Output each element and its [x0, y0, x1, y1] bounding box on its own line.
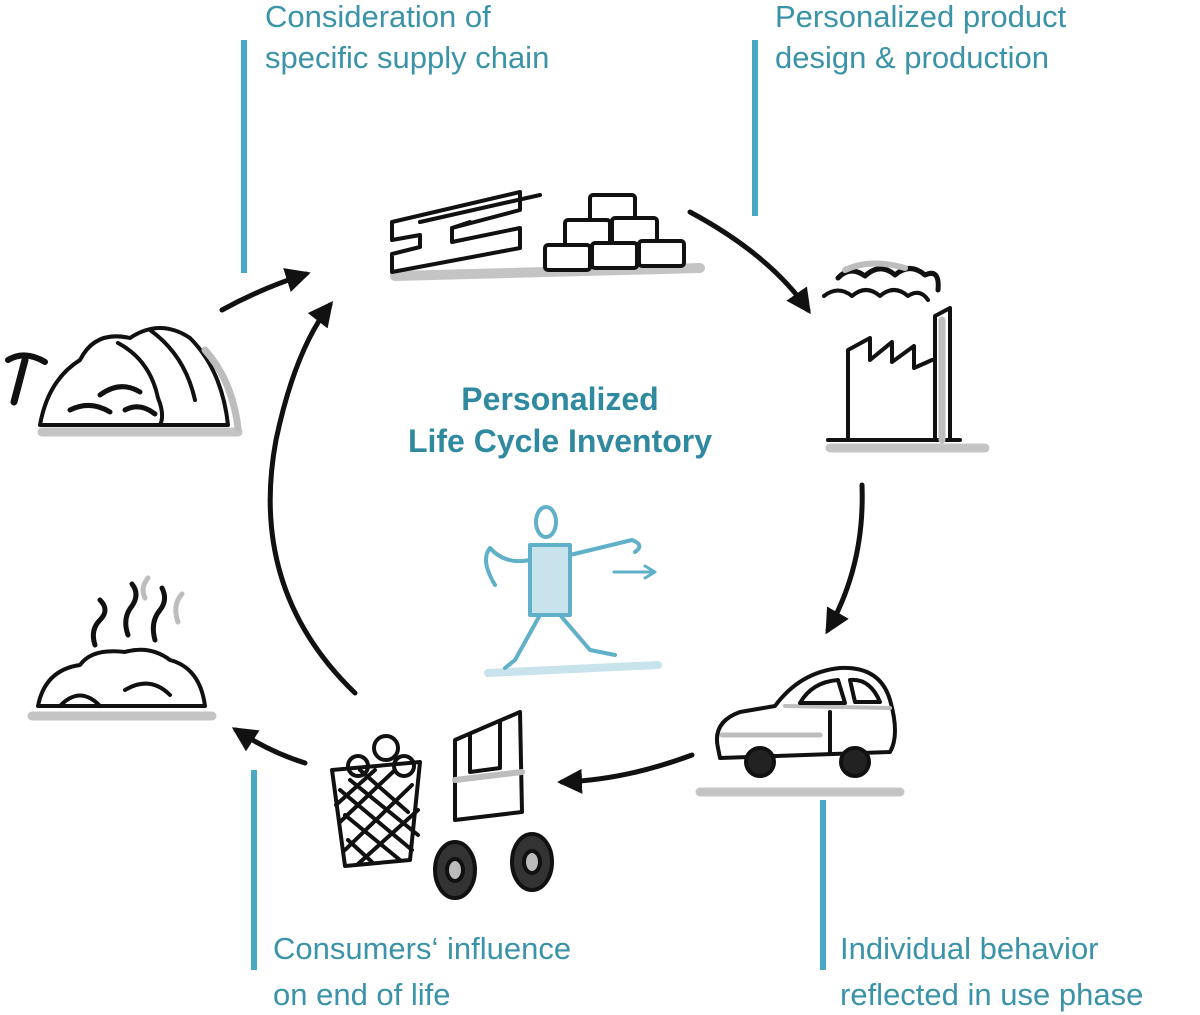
factory-icon [822, 260, 990, 453]
arrow-materials-to-factory [687, 209, 811, 315]
callout-supply-chain-line2: specific supply chain [265, 40, 550, 75]
person-icon [484, 505, 662, 677]
callout-end-of-life: Consumers‘ influence on end of life [273, 930, 571, 1013]
blocks [543, 193, 686, 272]
callout-supply-chain: Consideration of specific supply chain [265, 0, 549, 76]
cycle-arrows [219, 209, 865, 794]
callout-supply-chain-line1: Consideration of [265, 0, 491, 34]
callout-end-of-life-line2: on end of life [273, 977, 451, 1012]
landfill-icon [27, 575, 217, 721]
raw-materials-icon [390, 190, 705, 281]
center-title: Personalized Life Cycle Inventory [360, 378, 760, 462]
center-title-line1: Personalized [461, 381, 659, 417]
callout-use-phase-line2: reflected in use phase [840, 977, 1144, 1012]
arrow-mine-to-materials [219, 268, 311, 313]
mine-icon [5, 326, 243, 437]
waste-icon [330, 710, 554, 900]
arrow-factory-to-car [825, 482, 865, 635]
callout-end-of-life-line1: Consumers‘ influence [273, 931, 572, 966]
callout-bar-end-of-life [251, 770, 257, 970]
car-icon [695, 665, 905, 797]
arrow-car-to-waste [557, 752, 695, 794]
callout-bar-supply-chain [241, 40, 247, 273]
callout-product-design-line2: design & production [775, 40, 1050, 75]
arrow-loop-to-materials [267, 301, 358, 696]
callout-bar-use-phase [820, 800, 826, 970]
callout-use-phase-line1: Individual behavior [840, 931, 1099, 966]
callout-bar-product-design [752, 40, 758, 216]
callout-product-design-line1: Personalized product [775, 0, 1067, 34]
callout-use-phase: Individual behavior reflected in use pha… [840, 930, 1143, 1013]
arrow-waste-to-landfill [231, 727, 308, 766]
center-title-line2: Life Cycle Inventory [407, 423, 713, 459]
callout-product-design: Personalized product design & production [775, 0, 1066, 76]
